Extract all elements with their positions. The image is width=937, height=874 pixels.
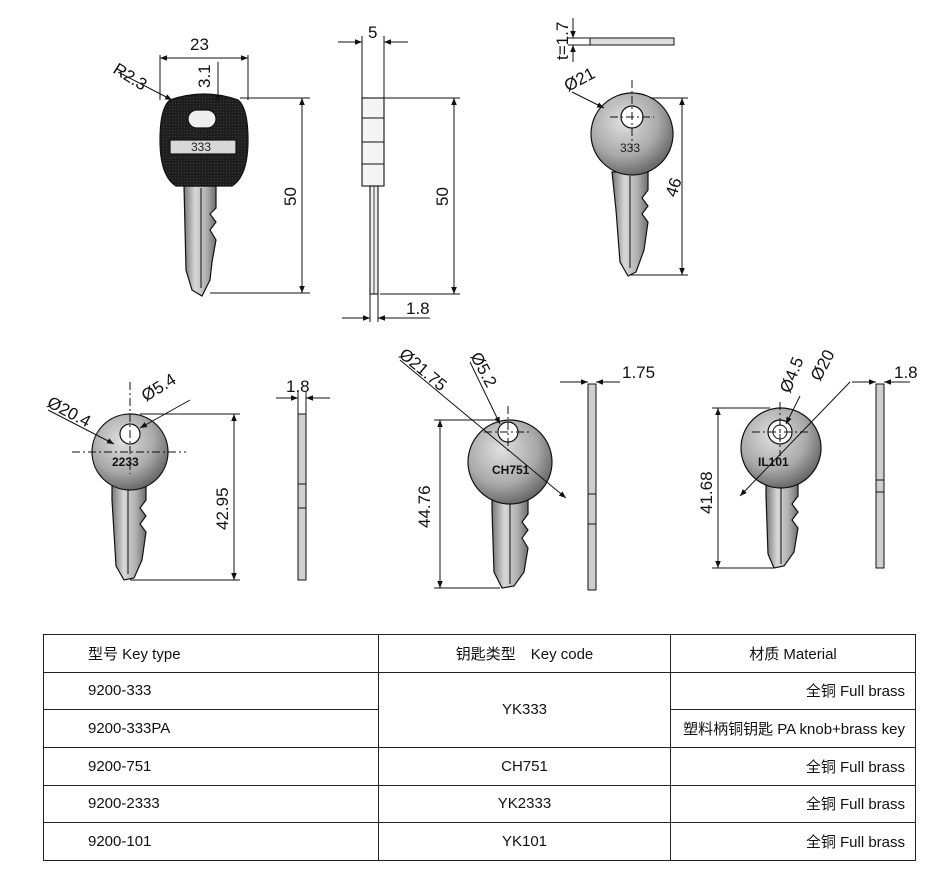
key1-front [159,93,249,297]
key2-thickness: t=1.7 [553,22,572,60]
row-key-code: YK2333 [378,784,671,824]
key1-length: 50 [281,187,300,206]
key4-thickness: 1.75 [622,363,655,382]
key5-thickness: 1.8 [894,363,918,382]
key4-code: CH751 [492,463,530,477]
key5-front [740,407,822,569]
row-key-code: YK333 [378,671,671,748]
row-key-type: 9200-2333 [43,784,379,824]
key2-dimension-lines [571,80,688,276]
header-key-type: 型号 Key type [43,634,379,673]
key5-dimension-lines [712,381,851,569]
table-row: 9200-101 YK101 全铜 Full brass [43,822,916,861]
key1-side-dimension-lines [338,36,460,322]
key5-hole: Ø4.5 [776,354,807,395]
key1-radius: R2.3 [110,59,151,94]
row-material: 全铜 Full brass [670,822,916,861]
row-material: 塑料柄铜钥匙 PA knob+brass key [670,709,916,748]
key3-thickness: 1.8 [286,377,310,396]
row-key-code: YK101 [378,822,671,861]
key1-side-blade: 1.8 [406,299,430,318]
key-technical-drawing: 333 23 3.1 R2.3 50 5 50 1.8 [44,18,918,591]
key1-side-thickness: 5 [368,23,377,42]
row-material: 全铜 Full brass [670,746,916,786]
key1-blade [183,185,217,297]
key3-dimension-lines [47,382,240,581]
key4-front [467,419,553,589]
key4-length: 44.76 [415,485,434,528]
table-row: 9200-2333 YK2333 全铜 Full brass [43,784,916,824]
key3-length: 42.95 [213,487,232,530]
key5-code: IL101 [758,455,789,469]
key4-side [560,379,620,591]
table-row: 9200-333PA 塑料柄铜钥匙 PA knob+brass key [43,709,916,748]
table-row: 9200-751 CH751 全铜 Full brass [43,746,916,786]
header-material: 材质 Material [670,634,916,673]
key1-head-offset: 3.1 [195,64,214,88]
key1-width: 23 [190,35,209,54]
key2-side [568,18,675,62]
table-header-row: 型号 Key type 钥匙类型 Key code 材质 Material [43,634,916,673]
key-spec-table: 型号 Key type 钥匙类型 Key code 材质 Material 92… [43,634,916,861]
table-row: 9200-333 YK333 全铜 Full brass [43,671,916,748]
row-key-type: 9200-751 [43,746,379,786]
key3-hole: Ø5.4 [138,370,179,406]
row-key-code: CH751 [378,746,671,786]
row-material: 全铜 Full brass [670,671,916,711]
key5-side [852,379,910,569]
row-material: 全铜 Full brass [670,784,916,824]
key3-diameter: Ø20.4 [44,393,94,432]
row-key-type: 9200-333 [43,671,379,711]
key5-length: 41.68 [697,471,716,514]
row-key-type: 9200-333PA [43,709,379,748]
key1-code: 333 [191,140,211,154]
key1-side [361,97,385,295]
key1-slot [187,109,217,129]
key2-code: 333 [620,141,640,155]
key3-side [276,392,330,581]
key1-label-plate [169,139,237,155]
key2-front [590,92,674,277]
key2-length: 46 [662,175,686,199]
key4-hole: Ø5.2 [466,349,500,390]
key5-diameter: Ø20 [807,347,839,384]
key1-dimension-lines [117,55,310,294]
key2-diameter: Ø21 [561,64,598,96]
row-key-type: 9200-101 [43,822,379,861]
header-key-code: 钥匙类型 Key code [378,634,671,673]
key4-dimension-lines [399,359,567,589]
key3-code: 2233 [112,455,139,469]
key1-side-length: 50 [433,187,452,206]
key4-diameter: Ø21.75 [395,345,450,395]
